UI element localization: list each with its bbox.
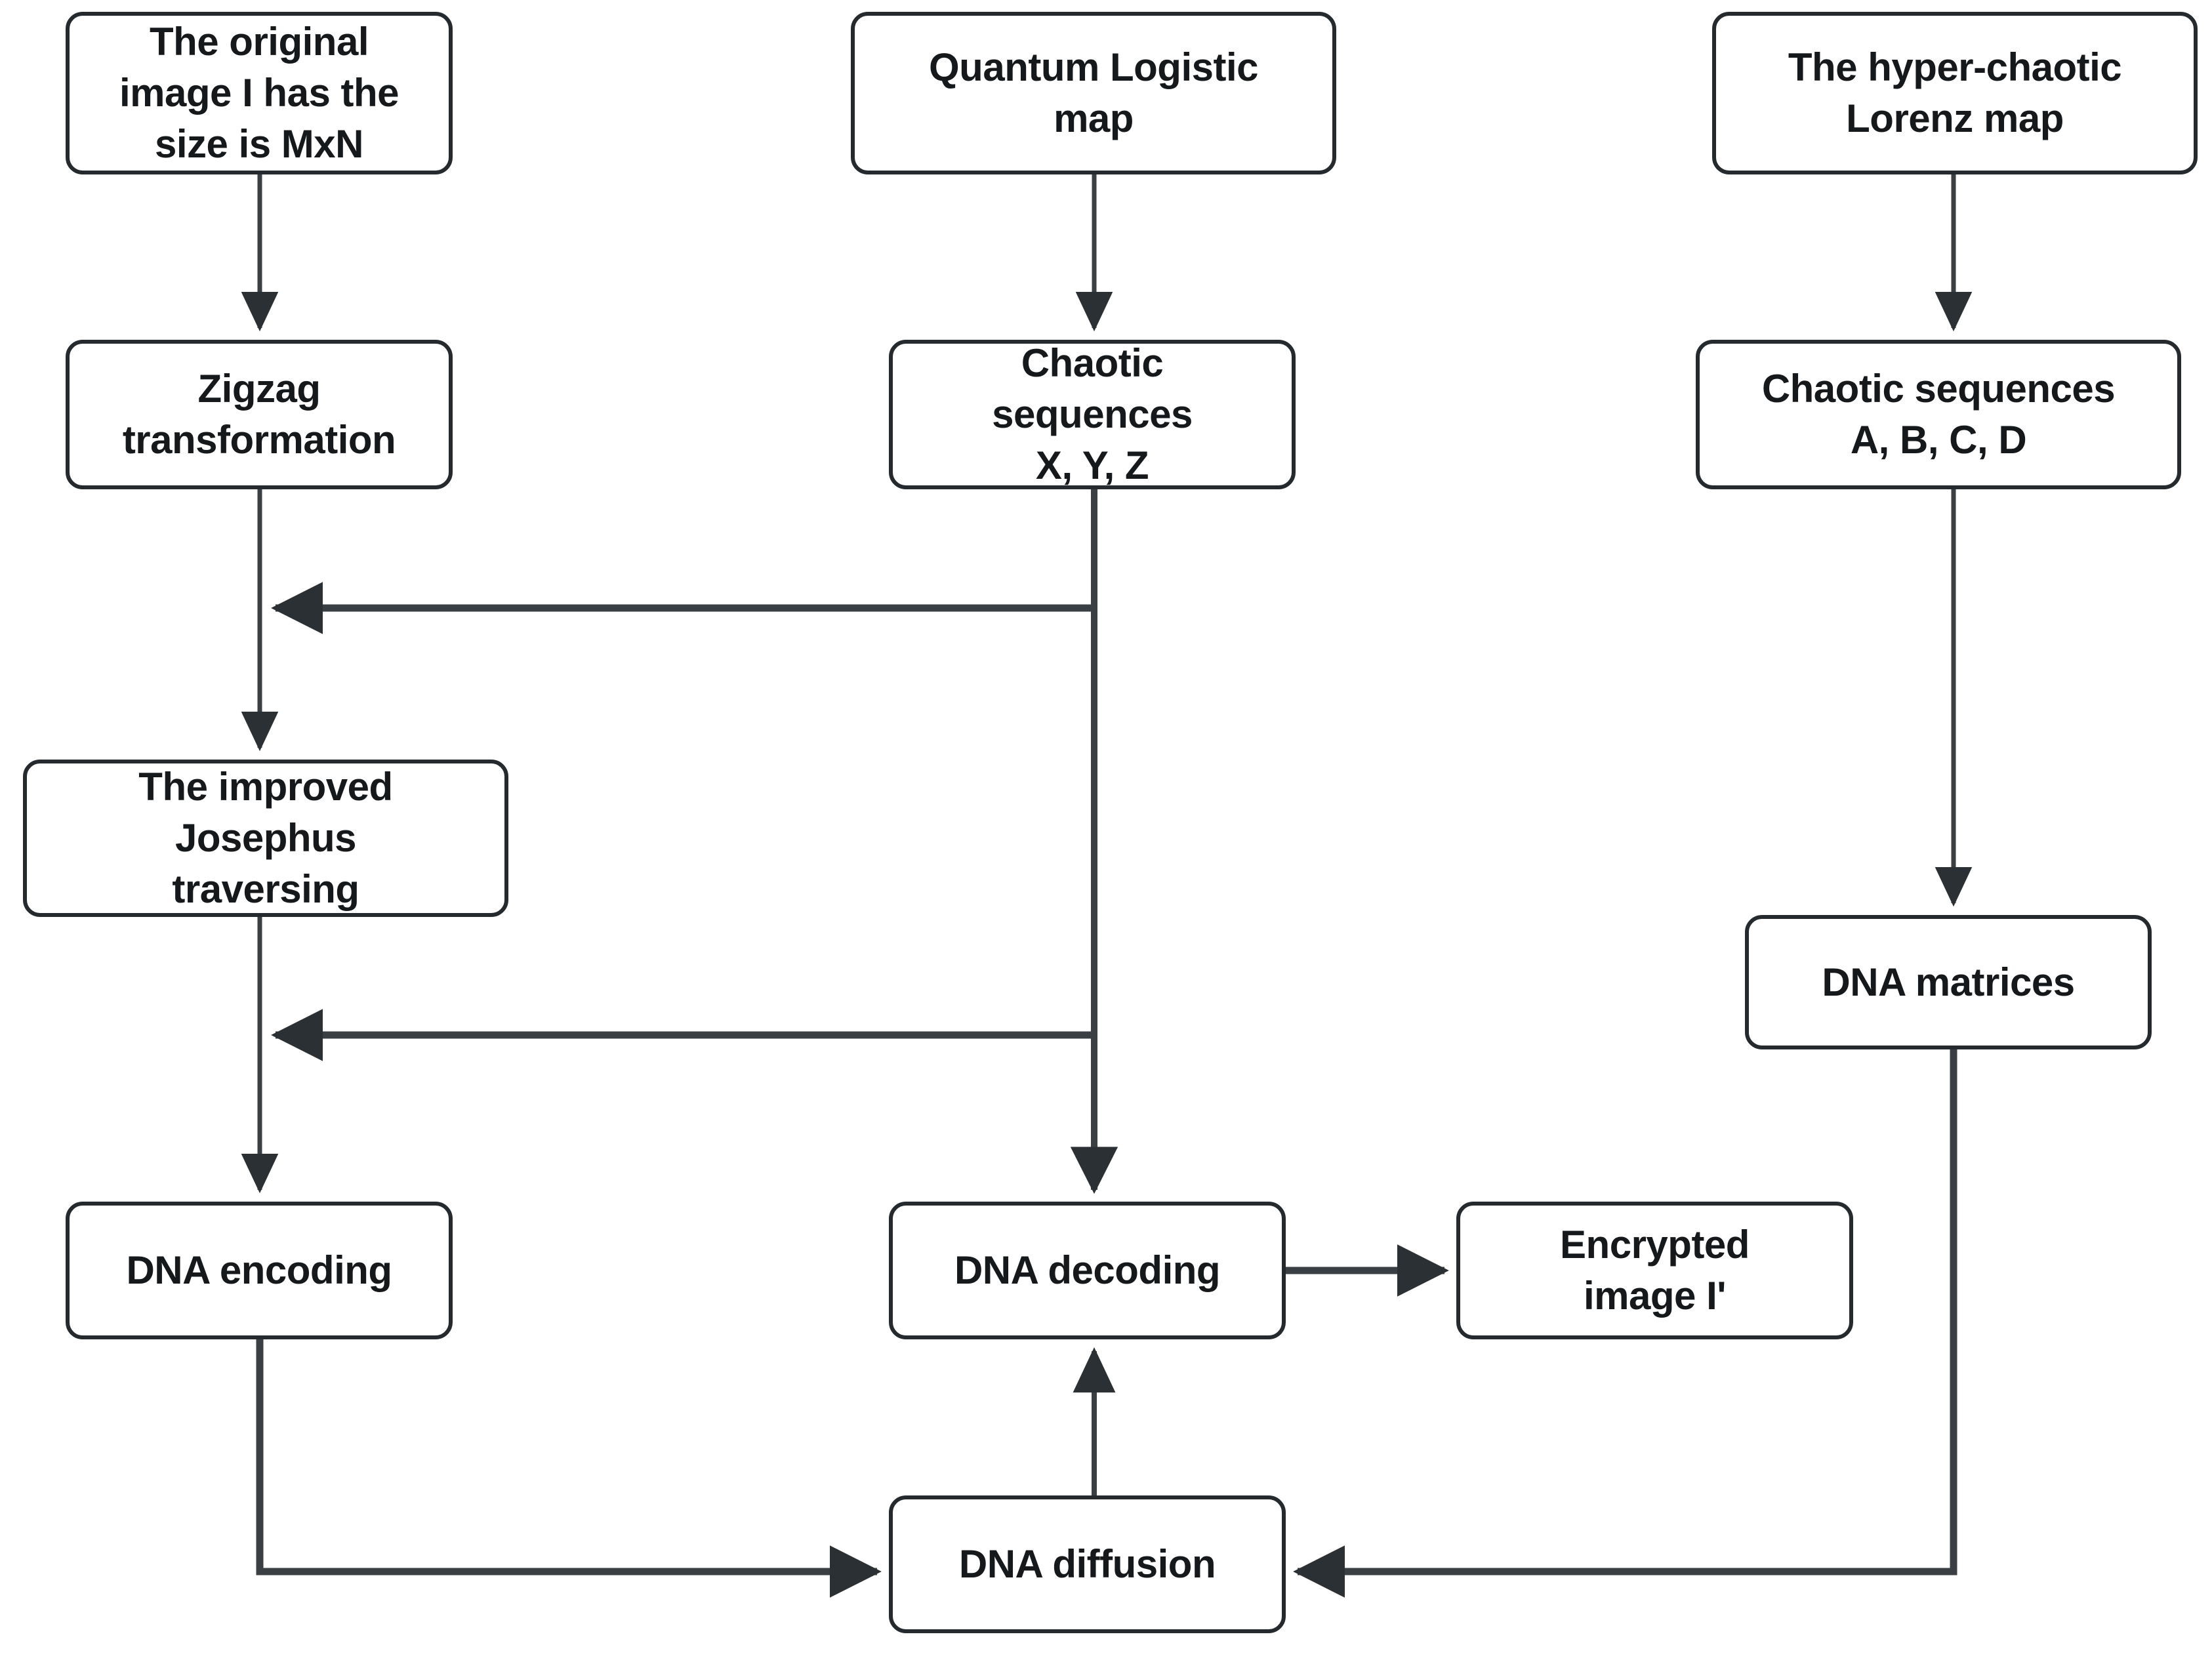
node-chaotic-sequences-xyz[interactable]: Chaotic sequences X, Y, Z [889,340,1296,489]
node-dna-encoding-label: DNA encoding [126,1248,392,1292]
node-dna-matrices-label: DNA matrices [1822,960,2075,1004]
node-encrypted-image-label: Encrypted image I' [1560,1223,1750,1318]
node-chaotic-sequences-xyz-label: Chaotic sequences X, Y, Z [992,341,1193,487]
node-dna-diffusion[interactable]: DNA diffusion [889,1495,1286,1633]
node-chaotic-sequences-abcd[interactable]: Chaotic sequences A, B, C, D [1696,340,2181,489]
node-dna-diffusion-label: DNA diffusion [958,1542,1216,1586]
node-quantum-logistic-map[interactable]: Quantum Logistic map [851,12,1336,174]
node-improved-josephus-traversing[interactable]: The improved Josephus traversing [23,760,508,917]
node-improved-josephus-traversing-label: The improved Josephus traversing [138,765,393,911]
node-dna-decoding[interactable]: DNA decoding [889,1202,1286,1339]
edge-dna-matrices-to-dna-diffusion [1293,1049,1957,1598]
node-hyper-chaotic-lorenz-map-label: The hyper-chaotic Lorenz map [1788,45,2122,140]
node-encrypted-image[interactable]: Encrypted image I' [1456,1202,1853,1339]
node-zigzag-transformation[interactable]: Zigzag transformation [66,340,453,489]
node-original-image-label: The original image I has the size is MxN [119,20,399,166]
edge-dna-encoding-to-dna-diffusion [256,1339,882,1598]
node-zigzag-transformation-label: Zigzag transformation [122,367,396,462]
node-quantum-logistic-map-label: Quantum Logistic map [929,45,1259,140]
node-hyper-chaotic-lorenz-map[interactable]: The hyper-chaotic Lorenz map [1712,12,2198,174]
node-original-image[interactable]: The original image I has the size is MxN [66,12,453,174]
node-chaotic-sequences-abcd-label: Chaotic sequences A, B, C, D [1761,367,2116,462]
node-dna-matrices[interactable]: DNA matrices [1745,915,2152,1049]
node-dna-encoding[interactable]: DNA encoding [66,1202,453,1339]
node-dna-decoding-label: DNA decoding [954,1248,1221,1292]
